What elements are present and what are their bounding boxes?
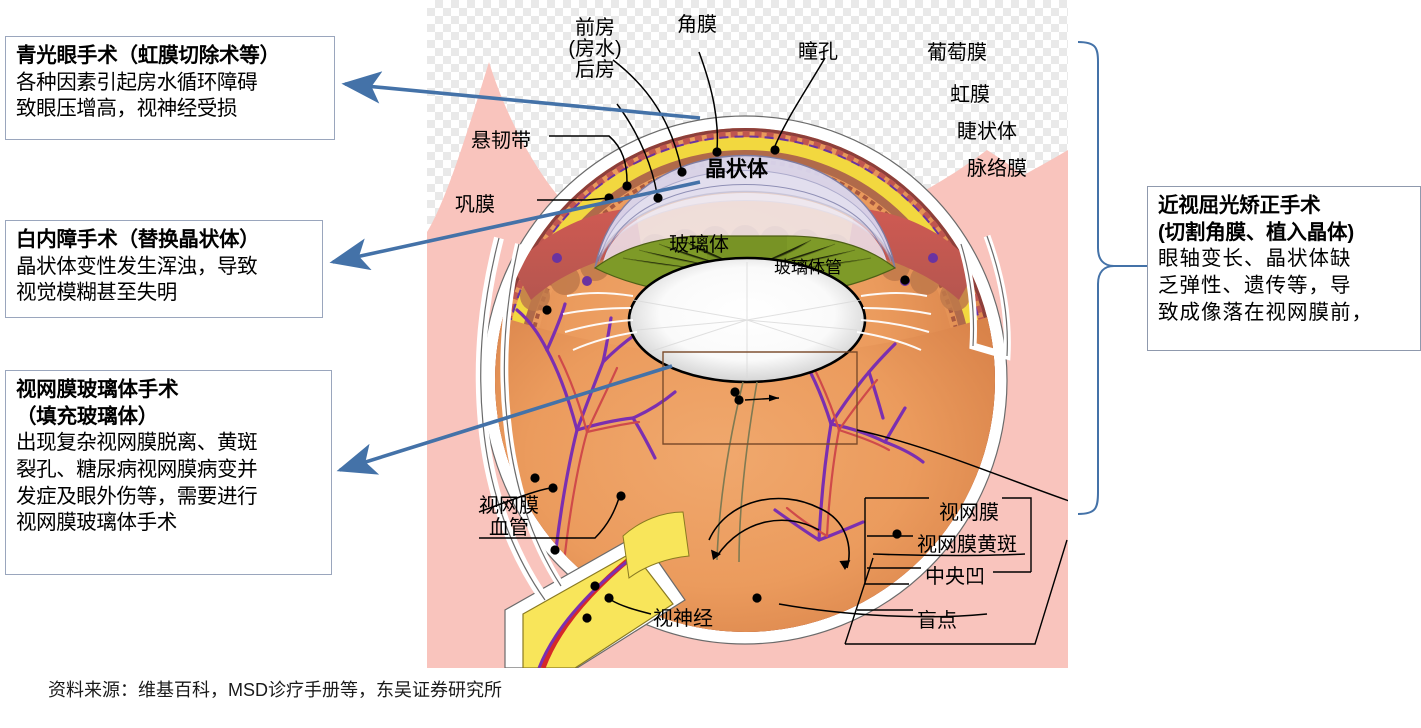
callout-myopia-body-line1: 眼轴变长、晶状体缺	[1158, 247, 1352, 271]
callout-myopia-body-line3: 致成像落在视网膜前，	[1158, 300, 1373, 324]
source-note: 资料来源：维基百科，MSD诊疗手册等，东吴证券研究所	[48, 680, 502, 700]
label-retinal-vessel-line2: 血管	[489, 517, 529, 539]
callout-glaucoma-body-line1: 各种因素引起房水循环障碍	[16, 70, 258, 94]
callout-glaucoma-title: 青光眼手术（虹膜切除术等）	[16, 44, 280, 67]
label-anterior-chamber: 前房 (房水) 后房	[555, 17, 635, 82]
callout-cataract-body-line1: 晶状体变性发生浑浊，导致	[16, 254, 258, 278]
callout-myopia-refractive-surgery[interactable]: 近视屈光矫正手术 (切割角膜、植入晶体) 眼轴变长、晶状体缺 乏弹性、遗传等，导…	[1147, 186, 1421, 351]
eye-anatomy-figure: 前房 (房水) 后房 角膜 瞳孔 葡萄膜 虹膜 睫状体 脉络膜 悬韧带 巩膜 晶…	[427, 0, 1068, 668]
callout-retinal-title-line1: 视网膜玻璃体手术	[16, 378, 179, 401]
callout-glaucoma-body-line2: 致眼压增高，视神经受损	[16, 97, 238, 121]
eye-anatomy-illustration	[427, 51, 1068, 668]
label-macula: 视网膜黄斑	[917, 534, 1017, 556]
label-retinal-vessel-line1: 视网膜	[479, 495, 539, 517]
brace-myopia-callout	[1077, 41, 1115, 515]
label-optic-nerve: 视神经	[653, 608, 713, 630]
label-zonule: 悬韧带	[471, 130, 531, 152]
callout-myopia-body-line2: 乏弹性、遗传等，导	[1158, 273, 1352, 297]
label-retinal-vessel: 视网膜 血管	[465, 495, 553, 539]
label-hyaloid-canal: 玻璃体管	[774, 258, 842, 277]
callout-retinal-body-line4: 视网膜玻璃体手术	[16, 511, 177, 535]
label-anterior-chamber-line1: 前房	[575, 17, 615, 39]
label-cornea: 角膜	[677, 14, 717, 36]
callout-cataract-body-line2: 视觉模糊甚至失明	[16, 281, 177, 305]
callout-retinal-body-line3: 发症及眼外伤等，需要进行	[16, 484, 258, 508]
label-uvea: 葡萄膜	[927, 42, 987, 64]
label-anterior-chamber-line2: (房水)	[568, 38, 622, 61]
label-choroid: 脉络膜	[967, 158, 1027, 180]
label-iris: 虹膜	[950, 84, 990, 106]
label-ciliary-body: 睫状体	[957, 121, 1017, 143]
callout-retinal-body-line1: 出现复杂视网膜脱离、黄斑	[16, 431, 258, 455]
label-posterior-chamber: 后房	[575, 59, 615, 82]
label-retina: 视网膜	[939, 502, 999, 524]
callout-glaucoma-surgery[interactable]: 青光眼手术（虹膜切除术等） 各种因素引起房水循环障碍 致眼压增高，视神经受损	[5, 36, 335, 140]
callout-cataract-surgery[interactable]: 白内障手术（替换晶状体） 晶状体变性发生浑浊，导致 视觉模糊甚至失明	[5, 220, 323, 318]
callout-retinal-title-line2: （填充玻璃体）	[16, 404, 159, 428]
callout-retinal-body-line2: 裂孔、糖尿病视网膜病变并	[16, 457, 258, 481]
callout-retinal-vitreous-surgery[interactable]: 视网膜玻璃体手术 （填充玻璃体） 出现复杂视网膜脱离、黄斑 裂孔、糖尿病视网膜病…	[5, 370, 332, 575]
label-pupil: 瞳孔	[798, 41, 838, 63]
bottom-right-label-bracket	[844, 497, 1068, 645]
callout-myopia-title-line2: (切割角膜、植入晶体)	[1158, 220, 1354, 244]
callout-myopia-title-line1: 近视屈光矫正手术	[1158, 194, 1321, 217]
label-blind-spot: 盲点	[917, 610, 957, 632]
label-fovea: 中央凹	[925, 566, 985, 588]
label-lens: 晶状体	[705, 158, 768, 181]
callout-cataract-title: 白内障手术（替换晶状体）	[16, 228, 260, 251]
